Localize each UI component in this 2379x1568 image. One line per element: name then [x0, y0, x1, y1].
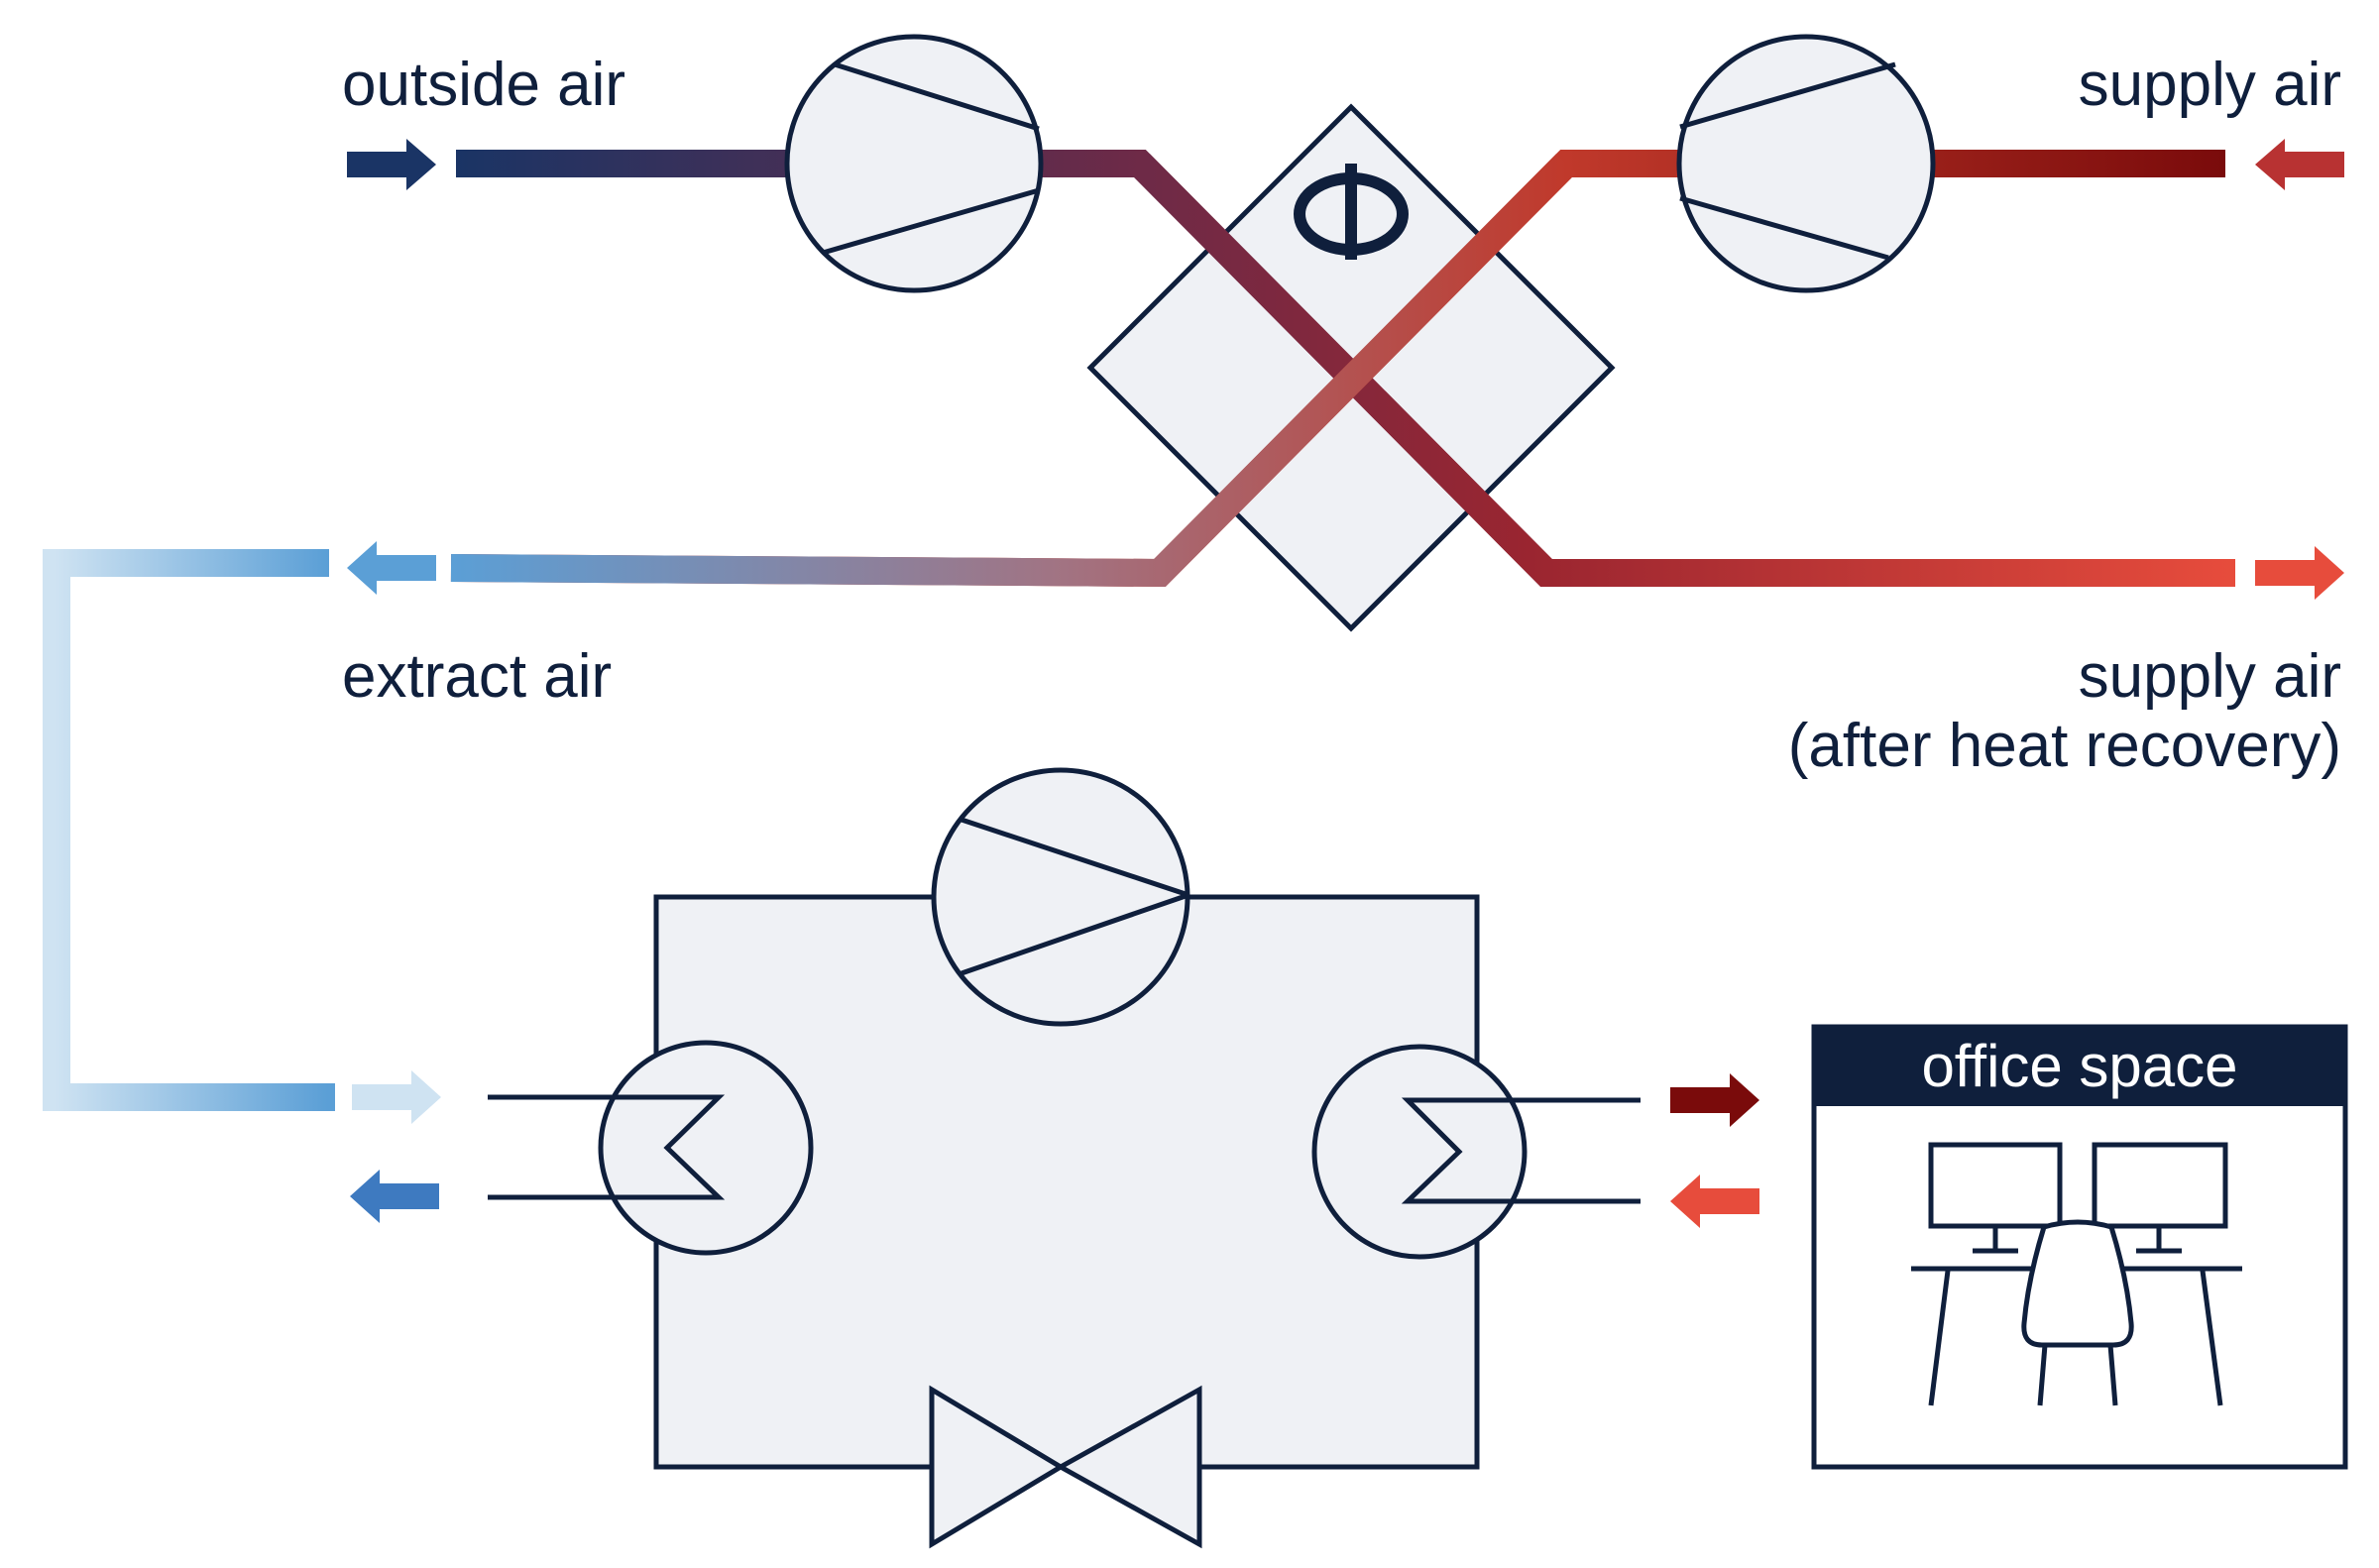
arrow-icon [347, 541, 436, 595]
supply-air-after-label-line1: supply air [2078, 642, 2341, 711]
arrow-icon [347, 139, 436, 190]
arrow-icon [352, 1070, 441, 1124]
arrow-icon [2255, 546, 2344, 600]
supply-air-after-duct [1130, 154, 2235, 587]
arrow-icon [2255, 139, 2344, 190]
extract-air-label: extract air [342, 642, 613, 711]
phi-icon [1294, 164, 1409, 260]
compressor-icon [931, 767, 1190, 1027]
extract-air-duct [450, 154, 1576, 588]
office-space-title: office space [1921, 1033, 2238, 1099]
fan-icon [784, 34, 1044, 293]
chair-icon [2021, 1219, 2134, 1406]
arrow-icon [1670, 1175, 1759, 1228]
arrow-icon [350, 1170, 439, 1223]
extract-air-return-duct [43, 549, 335, 1111]
monitor-icon [2092, 1142, 2228, 1254]
coil-icon [488, 1040, 814, 1256]
supply-air-label: supply air [2078, 51, 2341, 119]
monitor-icon [1928, 1142, 2063, 1254]
outside-air-label: outside air [342, 51, 626, 119]
arrow-icon [1670, 1073, 1759, 1127]
coil-icon [1311, 1044, 1641, 1260]
office-space-header [1814, 1027, 2345, 1106]
fan-icon [1676, 34, 1936, 293]
expansion-valve-icon [929, 1385, 1202, 1549]
supply-air-after-label-line2: (after heat recovery) [1787, 712, 2341, 780]
